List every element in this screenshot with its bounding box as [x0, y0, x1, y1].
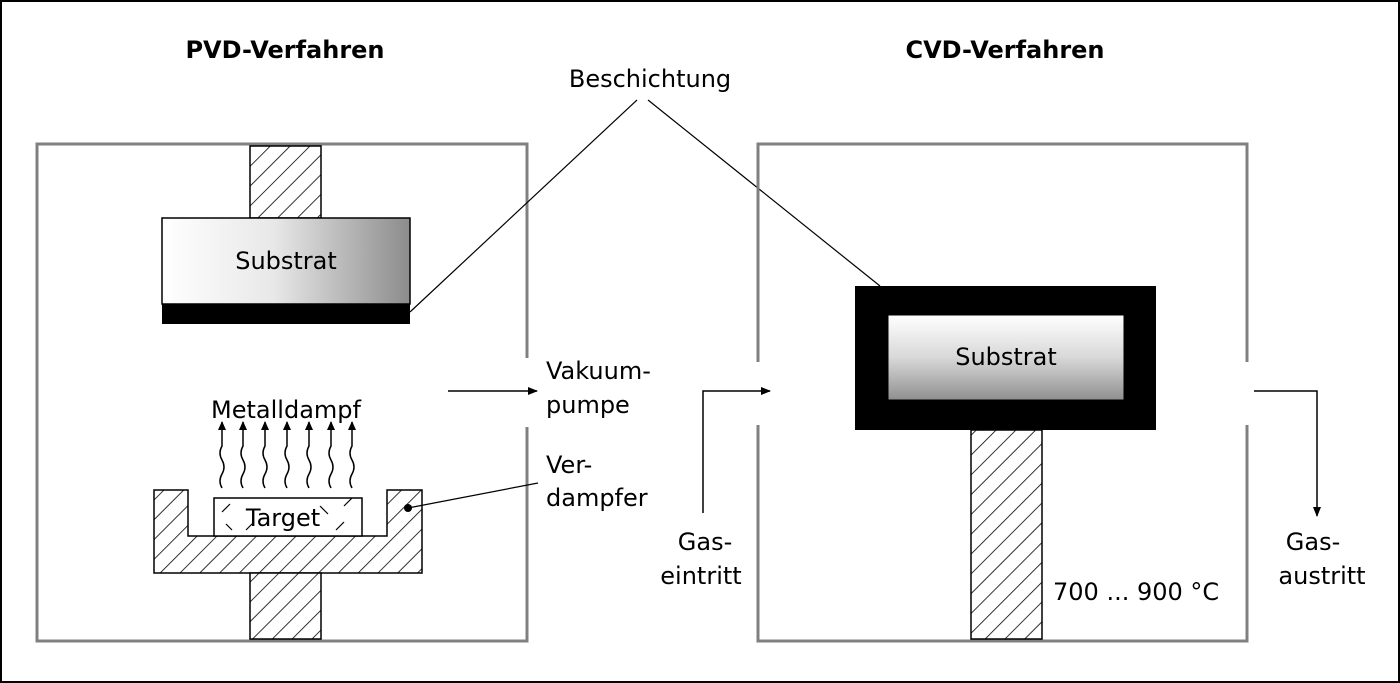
evaporator-label-2: dampfer — [546, 484, 648, 512]
temperature-label: 700 ... 900 °C — [1053, 578, 1219, 606]
evaporator-label-1: Ver- — [546, 451, 592, 479]
pvd-title: PVD-Verfahren — [185, 36, 384, 64]
cvd-holder — [970, 429, 1043, 640]
gas-outlet-arrow — [1254, 390, 1321, 517]
gas-outlet-label-1: Gas- — [1286, 528, 1340, 556]
coating-pointers — [409, 99, 881, 313]
cvd-title: CVD-Verfahren — [905, 36, 1104, 64]
pvd-substrate-label: Substrat — [235, 247, 337, 275]
vapor-label: Metalldampf — [211, 396, 361, 424]
pvd-lower-holder — [249, 572, 322, 640]
target-label: Target — [245, 504, 320, 532]
gas-inlet-label-1: Gas- — [678, 528, 732, 556]
target: Target — [213, 497, 363, 537]
pvd-coating — [162, 304, 410, 324]
pvd-chamber — [35, 142, 529, 643]
coating-label: Beschichtung — [569, 65, 731, 93]
evaporator-pointer-dot — [404, 504, 412, 512]
pvd-substrate — [161, 217, 411, 305]
cvd-substrate-label: Substrat — [955, 343, 1057, 371]
gas-outlet-label-2: austritt — [1278, 562, 1365, 590]
evaporator-pointer — [407, 482, 539, 509]
pvd-substrate-holder — [249, 145, 322, 219]
gas-inlet-label-2: eintritt — [660, 562, 741, 590]
cvd-chamber — [756, 142, 1249, 643]
cvd-substrate — [887, 314, 1125, 401]
vacuum-label-2: pumpe — [546, 391, 630, 419]
vacuum-label-1: Vakuum- — [546, 357, 651, 385]
evaporator — [153, 489, 423, 574]
gas-inlet-arrow — [702, 387, 771, 513]
vapor-arrows — [218, 421, 356, 489]
